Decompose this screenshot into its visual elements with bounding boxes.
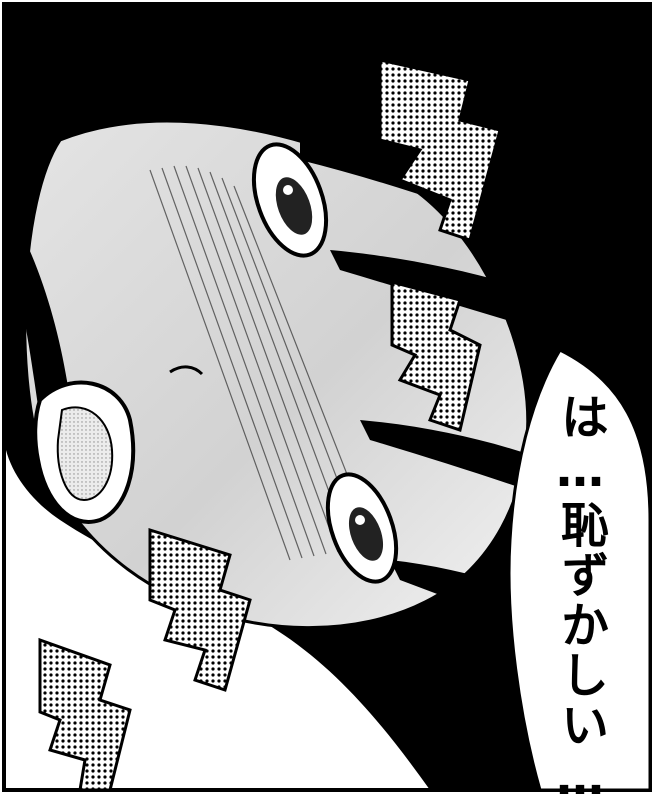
mouth [33,380,136,524]
blush-marks [38,58,502,792]
nose [169,365,204,376]
speech-bubble-text: は…恥ずかしい… [552,392,608,794]
speech-bubble [507,348,652,792]
upper-eye [251,142,329,258]
lower-eye [325,472,399,584]
face-hatching [149,165,373,561]
